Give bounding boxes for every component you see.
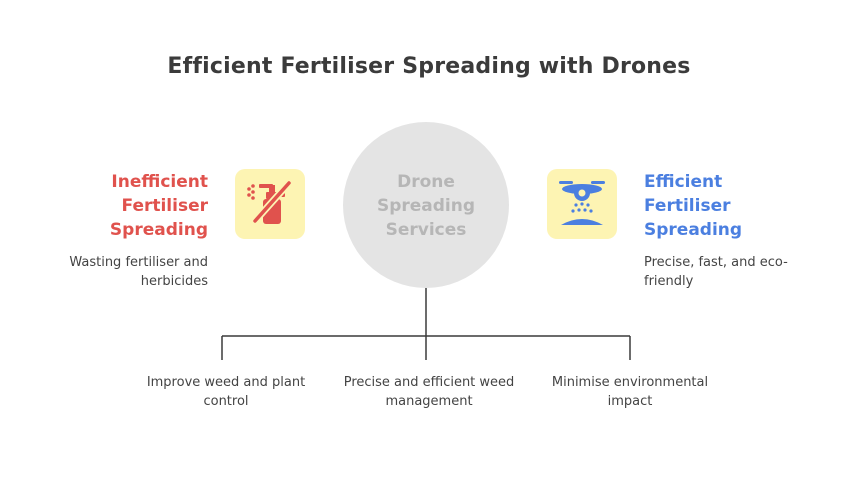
branch-weed-management: Precise and efficient weed management: [343, 375, 515, 409]
icon-box-left: [235, 169, 305, 239]
branch-environmental-impact: Minimise environmental impact: [551, 375, 709, 409]
center-label: Drone Spreading Services: [376, 172, 476, 240]
drone-spreading-icon: [559, 181, 605, 225]
inefficient-description: Wasting fertiliser and herbicides: [69, 255, 208, 289]
icon-box-right: [547, 169, 617, 239]
diagram-title: Efficient Fertiliser Spreading with Dron…: [167, 54, 691, 79]
center-circle: [343, 122, 509, 288]
no-spray-bottle-icon: [247, 179, 293, 225]
efficient-title: Efficient Fertiliser Spreading: [644, 172, 743, 240]
efficient-description: Precise, fast, and eco-friendly: [644, 255, 788, 289]
branch-weed-control: Improve weed and plant control: [146, 375, 306, 409]
inefficient-title: Inefficient Fertiliser Spreading: [109, 172, 208, 240]
